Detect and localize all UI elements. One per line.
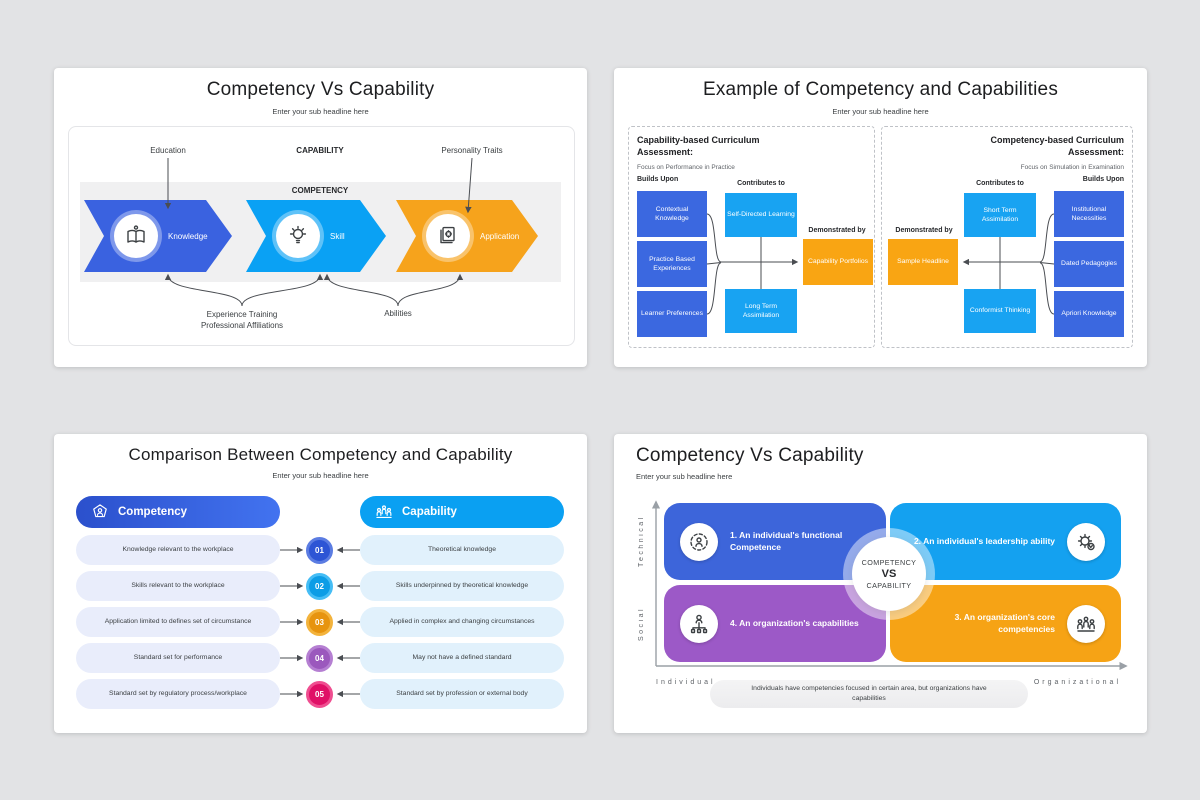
page-subtitle: Enter your sub headline here [832,107,929,116]
demonstrated-by-label: Demonstrated by [895,227,953,234]
competency-row-text: Application limited to defines set of ci… [76,607,280,637]
row-connector [280,546,360,554]
row-connector [280,618,360,626]
diagram-frame [68,126,575,346]
bulb-icon [276,214,320,258]
slide-3-comparison-table[interactable]: Comparison Between Competency and Capabi… [54,434,587,733]
step-label: Application [480,231,520,241]
competency-header-pill: Competency [76,496,280,528]
center-line-3: CAPABILITY [866,581,912,590]
builds-box: Institutional Necessities [1054,191,1124,237]
hierarchy-icon [680,604,718,643]
contributes-to-label: Contributes to [976,180,1024,187]
row-number-badge: 02 [306,572,333,600]
competency-label: COMPETENCY [291,186,349,195]
row-number-badge: 05 [306,680,333,708]
demonstrated-box: Sample Headline [888,239,958,285]
demonstrated-by-label: Demonstrated by [808,227,866,234]
quadrant-label: 1. An individual's functional Competence [730,529,843,552]
capability-people-icon [374,502,394,522]
competency-row-text: Knowledge relevant to the workplace [76,535,280,565]
row-number-badge: 04 [306,644,333,672]
row-connector [280,690,360,698]
row-number-badge: 01 [306,536,333,564]
axis-label-individual: Individual [656,679,716,686]
quadrant-label: 3. An organization's core competencies [954,611,1055,634]
panel-heading: Capability-based Curriculum Assessment: [637,135,760,157]
gear-check-icon [1067,522,1105,561]
capability-row-text: May not have a defined standard [360,643,564,673]
step-skill-chevron: Skill [246,200,386,272]
page-title: Comparison Between Competency and Capabi… [128,445,513,464]
book-icon [114,214,158,258]
builds-box: Dated Pedagogies [1054,241,1124,287]
capability-row-text: Theoretical knowledge [360,535,564,565]
axis-label-technical: Technical [638,515,645,568]
builds-upon-label: Builds Upon [637,176,679,183]
competency-network-icon [90,502,110,522]
contributes-box: Long Term Assimilation [725,289,797,333]
page-subtitle: Enter your sub headline here [272,107,369,116]
page-title: Competency Vs Capability [636,445,864,466]
capability-header-pill: Capability [360,496,564,528]
competency-header-label: Competency [118,506,188,518]
capability-header-label: Capability [402,506,457,518]
capability-label: CAPABILITY [296,146,344,155]
quadrant-label: 4. An organization's capabilities [730,617,859,628]
panel-focus: Focus on Simulation in Examination [1020,164,1124,171]
quadrant-4-organization-capabilities: 4. An organization's capabilities [664,585,886,662]
step-knowledge-chevron: Knowledge [84,200,232,272]
quadrant-3-core-competencies: 3. An organization's core competencies [890,585,1121,662]
builds-box: Contextual Knowledge [637,191,707,237]
quadrant-1-functional-competence: 1. An individual's functional Competence [664,503,886,580]
capability-panel: Capability-based Curriculum Assessment: … [628,126,875,348]
capability-row-text: Applied in complex and changing circumst… [360,607,564,637]
personality-traits-label: Personality Traits [441,146,503,155]
footnote-pill: Individuals have competencies focused in… [710,680,1028,708]
page-subtitle: Enter your sub headline here [272,471,369,480]
row-number-badge: 03 [306,608,333,636]
contributes-box: Conformist Thinking [964,289,1036,333]
row-connector [280,654,360,662]
competency-row-text: Standard set by regulatory process/workp… [76,679,280,709]
quadrant-label: 2. An individual's leadership ability [913,535,1055,546]
panel-focus: Focus on Performance in Practice [637,164,735,171]
builds-upon-label: Builds Upon [1082,176,1124,183]
page-subtitle: Enter your sub headline here [636,472,733,481]
builds-box: Practice Based Experiences [637,241,707,287]
person-target-icon [680,522,718,561]
center-line-2: VS [881,568,897,580]
contributes-box: Self-Directed Learning [725,193,797,237]
contributes-box: Short Term Assimilation [964,193,1036,237]
page-title: Example of Competency and Capabilities [702,79,1059,100]
demonstrated-box: Capability Portfolios [803,239,873,285]
capability-row-text: Standard set by profession or external b… [360,679,564,709]
education-label: Education [150,146,186,155]
axis-label-organizational: Organizational [1033,679,1121,686]
builds-box: Learner Preferences [637,291,707,337]
slide-4-matrix[interactable]: Competency Vs Capability Enter your sub … [614,434,1147,733]
abilities-label: Abilities [384,309,412,318]
experience-label: Experience Training Professional Affilia… [200,310,284,331]
quadrant-2-leadership-ability: 2. An individual's leadership ability [890,503,1121,580]
axis-label-social: Social [638,606,645,641]
team-icon [1067,604,1105,643]
competency-row-text: Standard set for performance [76,643,280,673]
contributes-to-label: Contributes to [737,180,785,187]
competency-panel: Competency-based Curriculum Assessment: … [881,126,1133,348]
document-gear-icon [426,214,470,258]
competency-row-text: Skills relevant to the workplace [76,571,280,601]
page-title: Competency Vs Capability [206,79,435,100]
capability-row-text: Skills underpinned by theoretical knowle… [360,571,564,601]
builds-box: Apriori Knowledge [1054,291,1124,337]
center-vs-badge: COMPETENCY VS CAPABILITY [852,537,926,611]
slide-2-example-of-competency-and-capabilities[interactable]: Example of Competency and Capabilities E… [614,68,1147,367]
step-label: Skill [330,231,345,241]
panel-heading: Competency-based Curriculum Assessment: [990,135,1124,157]
slide-1-competency-vs-capability[interactable]: Competency Vs Capability Enter your sub … [54,68,587,367]
row-connector [280,582,360,590]
step-application-chevron: Application [396,200,538,272]
step-label: Knowledge [168,231,208,241]
center-line-1: COMPETENCY [861,558,917,567]
